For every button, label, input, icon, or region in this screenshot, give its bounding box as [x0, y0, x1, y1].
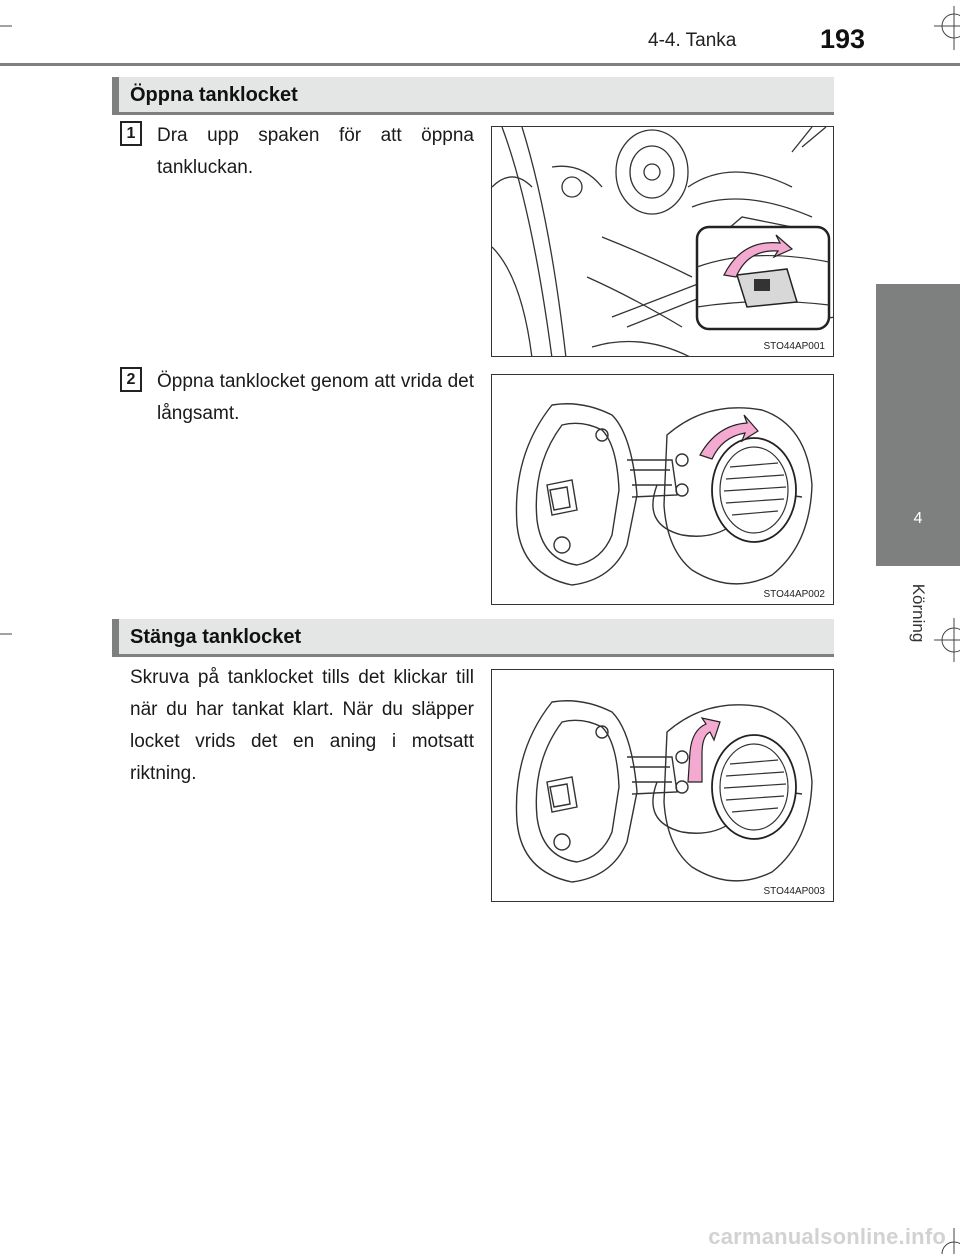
- section-title-open: Öppna tanklocket: [130, 84, 298, 106]
- crop-mark-left-top: [0, 24, 12, 28]
- fuel-cap-close-illustration-icon: [515, 700, 813, 883]
- chapter-tab-number: 4: [913, 510, 923, 527]
- fuel-cap-open-illustration-icon: [515, 403, 813, 586]
- chapter-side-label: Körning: [904, 578, 932, 648]
- figure-code-2: STO44AP002: [761, 589, 827, 600]
- chapter-title: 4-4. Tanka: [648, 30, 737, 51]
- page-number: 193: [820, 24, 866, 54]
- header-divider: [0, 63, 960, 66]
- figure-fuel-cap-close: STO44AP003: [491, 669, 834, 902]
- chapter-side-tab: 4: [876, 284, 960, 566]
- crop-mark-left-mid: [0, 632, 12, 636]
- section-heading-close: Stänga tanklocket: [112, 619, 834, 657]
- figure-code-1: STO44AP001: [761, 341, 827, 352]
- crop-mark-mid-right: [934, 618, 960, 662]
- step-2-text: Öppna tanklocket genom att vrida det lån…: [157, 371, 474, 424]
- step-number-badge: 1: [120, 121, 142, 146]
- figure-fuel-cap-open: STO44AP002: [491, 374, 834, 605]
- step-1-text: Dra upp spaken för att öppna tankluckan.: [157, 125, 474, 178]
- watermark: carmanualsonline.info: [708, 1224, 946, 1249]
- figure-fuel-door-lever: STO44AP001: [491, 126, 834, 357]
- crop-mark-bottom-right: [934, 1228, 960, 1254]
- closing-text: Skruva på tanklocket tills det klickar t…: [130, 667, 474, 784]
- figure-code-3: STO44AP003: [761, 886, 827, 897]
- fuel-door-lever-illustration-icon: [492, 127, 833, 356]
- chapter-side-label-text: Körning: [909, 583, 928, 643]
- section-heading-open: Öppna tanklocket: [112, 77, 834, 115]
- crop-mark-top-right: [934, 6, 960, 50]
- section-title-close: Stänga tanklocket: [130, 626, 302, 648]
- step-number-badge: 2: [120, 367, 142, 392]
